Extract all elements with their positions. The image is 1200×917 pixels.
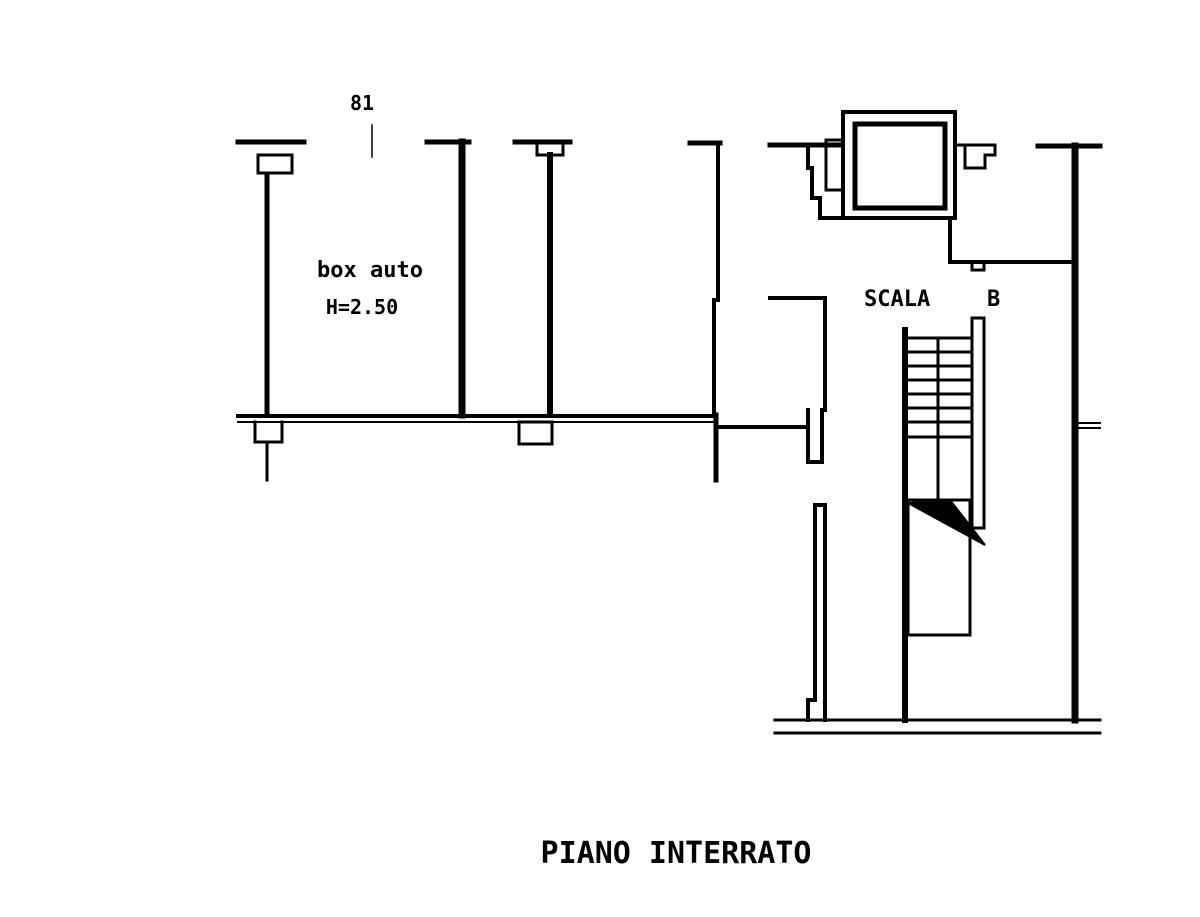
stair-letter: B bbox=[987, 287, 1000, 312]
staircase bbox=[902, 316, 986, 723]
room-name: box auto bbox=[317, 258, 423, 283]
outer-walls bbox=[773, 142, 1102, 735]
top-wall-stubs bbox=[235, 139, 1103, 149]
room-height: H=2.50 bbox=[326, 295, 398, 319]
corridor-walls bbox=[768, 296, 827, 722]
floor-title: PIANO INTERRATO bbox=[541, 836, 812, 871]
elevator-shaft bbox=[806, 110, 1077, 272]
unit-number: 81 bbox=[350, 91, 374, 115]
box-front-wall bbox=[236, 414, 810, 482]
stair-label: SCALA bbox=[864, 287, 930, 312]
